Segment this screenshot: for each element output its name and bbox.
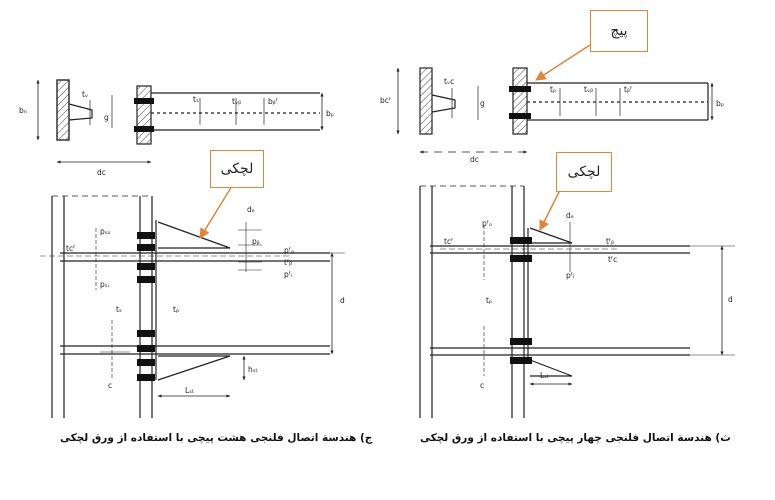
label-left-de: dₑ (247, 205, 255, 214)
right-elevation-view (419, 185, 735, 418)
right-bolt-callout: پیچ (590, 10, 648, 52)
label-left-pfo: pᶠₒ (284, 246, 294, 255)
label-left-lst: Lₛₜ (185, 386, 194, 395)
label-left-d: d (340, 296, 345, 305)
label-right-tfb: tᶠᵦ (606, 237, 614, 246)
label-left-pb: pᵦ (252, 237, 260, 246)
label-left-psi: pₛᵢ (100, 280, 109, 289)
label-right-tbf: tᵦᶠ (624, 85, 632, 94)
label-right-lst: Lₛₜ (540, 371, 549, 380)
right-elevation-bolts (510, 237, 532, 364)
label-right-bp: bₚ (716, 99, 724, 108)
label-left-hst: hₛₜ (248, 365, 258, 374)
label-right-dc: dᴄ (470, 155, 479, 164)
label-left-dc: dᴄ (97, 168, 106, 177)
right-caption: ث) هندسة اتصال فلنجی چهار پیچی با استفاد… (420, 432, 731, 444)
label-left-tfb: tᶠᵦ (284, 258, 292, 267)
label-right-tp2: tₚ (486, 296, 492, 305)
left-caption: ج) هندسة اتصال فلنجی هشت پیچی با استفاده… (60, 432, 373, 444)
right-plan-bolts (509, 86, 531, 119)
label-right-tp: tₚ (550, 85, 556, 94)
label-left-bp: bₚ (326, 109, 334, 118)
left-plan-view (36, 79, 324, 164)
label-left-tp: tₚ (173, 305, 179, 314)
label-left-ts: tₛ (193, 95, 199, 104)
label-right-tfc: tᶠᴄ (608, 255, 617, 264)
label-left-pso: pₛₒ (100, 227, 111, 236)
label-left-ts2: tₛ (116, 305, 122, 314)
left-stiffener-callout: لچکی (210, 150, 264, 188)
label-left-tw: tᵥ (82, 90, 88, 99)
label-left-tcf: tᴄᶠ (66, 244, 75, 253)
label-right-c: c (480, 381, 484, 390)
label-left-g: g (104, 113, 109, 122)
label-left-c: c (108, 381, 112, 390)
right-stiffener-callout: لچکی (556, 152, 612, 192)
label-right-tcf: tᴄᶠ (444, 237, 453, 246)
left-elevation-bolts (137, 232, 155, 381)
label-right-twc: tᵥᴄ (444, 77, 454, 86)
left-elevation-view (40, 195, 345, 418)
left-callout-arrow (199, 185, 233, 239)
label-right-d: d (728, 295, 733, 304)
label-right-twb: tᵥᵦ (584, 85, 593, 94)
label-right-pfi: pᶠᵢ (566, 271, 574, 280)
label-left-pfi: pᶠᵢ (284, 270, 292, 279)
label-right-de: dₑ (566, 211, 574, 220)
right-stiffener-callout-arrow (539, 189, 561, 231)
label-right-bcf: bᴄᶠ (380, 96, 391, 105)
left-plan-bolts (134, 98, 154, 132)
label-left-bbf: bᵦᶠ (268, 97, 278, 106)
right-bolt-callout-arrow (535, 44, 591, 81)
label-left-b: bₙ (19, 106, 27, 115)
label-right-g: g (480, 99, 485, 108)
label-left-twb: tᵥᵦ (232, 97, 241, 106)
label-right-pfo: pᶠₒ (482, 219, 492, 228)
